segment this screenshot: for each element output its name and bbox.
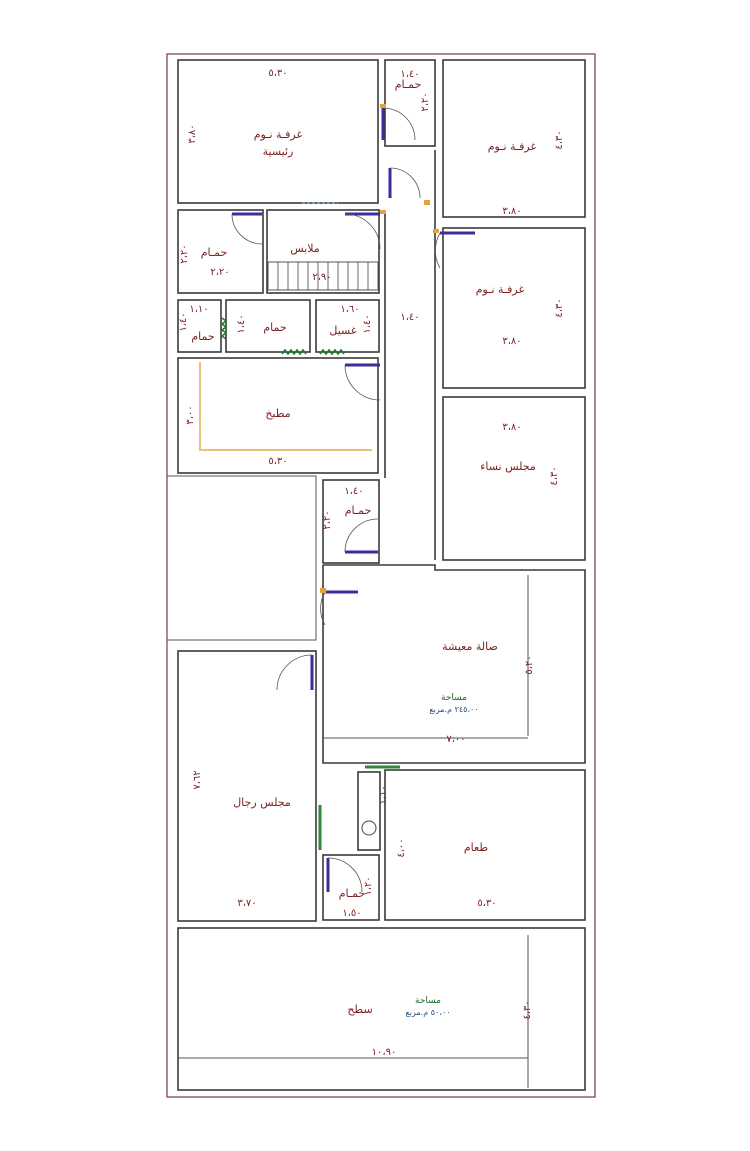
bath-mid-height: ١،٤٠	[236, 314, 247, 333]
master-bedroom-height: ٣،٨٠	[187, 124, 198, 143]
dressing-width: ٢،٩٠	[312, 272, 331, 283]
bath-left-height: ٢،٢٠	[179, 244, 190, 263]
bath-mid-name: حمام	[263, 321, 286, 334]
master-bedroom-walls	[177, 59, 379, 204]
door-men-majlis	[276, 654, 314, 691]
kitchen-name: مطبخ	[265, 407, 290, 420]
bath-center-height: ٢،٢٠	[322, 510, 333, 529]
bath-bottom-name: حمـام	[339, 887, 366, 900]
bedroom-mid-right-walls	[442, 227, 586, 389]
living-hall-area-value: ٢٤٥،٠٠ م.مربع	[429, 705, 478, 714]
bath-left-width: ٢،٢٠	[210, 267, 229, 278]
dining-name: طعام	[464, 841, 488, 854]
bedroom-top-right-walls	[442, 59, 586, 218]
living-hall-area-label: مساحة	[441, 693, 467, 703]
dining-height: ٤،٠٠	[396, 838, 407, 857]
setback-outline	[167, 475, 317, 641]
bath-top-height: ٢،٢٠	[420, 92, 431, 111]
bath-center-width: ١،٤٠	[344, 486, 363, 497]
kitchen-counter	[199, 362, 372, 451]
dining-width: ٥،٣٠	[477, 898, 496, 909]
coil-kitchen	[281, 348, 307, 356]
master-bedroom-width: ٥،٣٠	[268, 68, 287, 79]
roof-area-value: ٥٠،٠٠ م.مربع	[405, 1008, 450, 1017]
door-bath-center	[344, 518, 379, 554]
bath-center-walls	[322, 479, 380, 564]
wash-area-walls	[357, 771, 381, 851]
door-bath-top	[380, 104, 416, 141]
laundry-name: غسيل	[329, 324, 356, 337]
bath-left-name: حمـام	[201, 246, 228, 259]
laundry-width: ١،٦٠	[340, 304, 359, 315]
bath-top-walls	[384, 59, 436, 147]
door-kitchen	[344, 363, 381, 401]
dressing-name: ملابس	[290, 242, 320, 255]
men-majlis-name: مجلس رجال	[233, 796, 291, 809]
wash-basin	[361, 820, 377, 836]
men-majlis-width: ٣،٧٠	[237, 898, 256, 909]
roof-height: ٤،٣٠	[522, 1000, 533, 1019]
laundry-walls	[315, 299, 380, 353]
bedroom-top-right-width: ٣،٨٠	[502, 206, 521, 217]
dressing-walls	[266, 209, 380, 294]
living-hall-width: ٧،٠٠	[446, 734, 465, 745]
kitchen-height: ٣،٠٠	[185, 405, 196, 424]
women-majlis-width: ٣،٨٠	[502, 422, 521, 433]
living-hall-name: صالة معيشة	[442, 640, 498, 653]
living-hall-walls	[322, 564, 586, 764]
roof-walls	[177, 927, 586, 1091]
coil-laundry	[319, 348, 345, 356]
bath-top-width: ١،٤٠	[400, 69, 419, 80]
bath-top-name: حمـام	[395, 78, 422, 91]
bath-center-name: حمـام	[345, 504, 372, 517]
women-majlis-height: ٤،٣٠	[549, 466, 560, 485]
bath-small-name: حمام	[191, 330, 214, 343]
dressing-shelves	[267, 261, 379, 291]
door-dressing	[344, 210, 386, 250]
kitchen-walls	[177, 357, 379, 474]
door-living	[320, 588, 358, 626]
bath-small-height: ١،٤٠	[178, 312, 189, 331]
kitchen-width: ٥،٣٠	[268, 456, 287, 467]
corridor-width: ١،٤٠	[400, 312, 419, 323]
wash-area-height: ١،١٠	[378, 785, 389, 804]
lot-boundary	[166, 53, 596, 1098]
bedroom-mid-right-name: غرفـة نـوم	[476, 283, 525, 296]
bedroom-mid-right-height: ٤،٣٠	[554, 298, 565, 317]
women-majlis-name: مجلس نساء	[480, 460, 536, 473]
door-bedroom-mid	[433, 229, 475, 269]
bath-small-width: ١،١٠	[189, 304, 208, 315]
roof-width: ١٠،٩٠	[372, 1047, 397, 1058]
bedroom-mid-right-width: ٣،٨٠	[502, 336, 521, 347]
bath-bottom-walls	[322, 854, 380, 921]
bath-small-walls	[177, 299, 222, 353]
living-hall-height: ٥،٢٠	[524, 655, 535, 674]
coil-small-bath	[220, 317, 228, 340]
bath-left-walls	[177, 209, 264, 294]
bedroom-top-right-name: غرفـة نـوم	[488, 140, 537, 153]
master-bedroom-name-2: رئيسية	[263, 145, 294, 158]
bedroom-top-right-height: ٤،٣٠	[554, 130, 565, 149]
women-majlis-walls	[442, 396, 586, 561]
master-bedroom-name-1: غرفـة نـوم	[254, 128, 303, 141]
roof-name: سطح	[347, 1003, 372, 1016]
bath-bottom-height: ١،٢٠	[363, 876, 374, 895]
roof-area-label: مساحة	[415, 996, 441, 1006]
men-majlis-walls	[177, 650, 317, 922]
laundry-height: ١،٤٠	[362, 314, 373, 333]
door-bath-bottom	[326, 857, 363, 893]
dining-walls	[384, 769, 586, 921]
door-bedroom-top	[388, 167, 430, 205]
bath-bottom-width: ١،٥٠	[342, 908, 361, 919]
door-bath-left	[231, 212, 263, 245]
men-majlis-height: ٧،٦٢	[192, 770, 203, 789]
